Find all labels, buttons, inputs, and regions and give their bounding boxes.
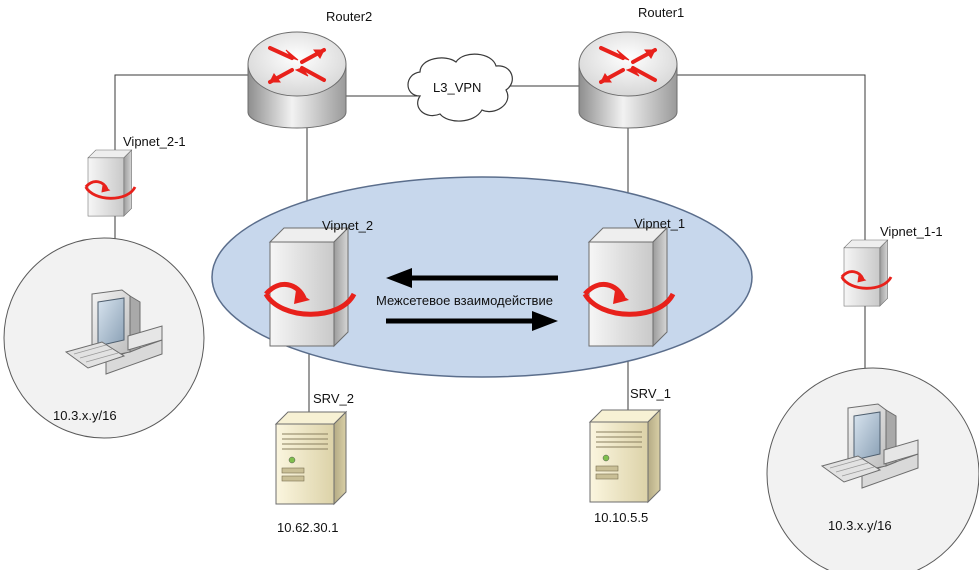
router1-label: Router1 (638, 5, 685, 20)
link-router1-vipnet11 (676, 74, 866, 242)
arrow-right-head (532, 311, 558, 331)
srv1-icon (589, 409, 661, 503)
interaction-arrows (386, 268, 558, 331)
vipnet-2-label: Vipnet_2 (322, 218, 374, 233)
vipnet-1-1-icon (840, 238, 893, 308)
vipnet-2-icon (266, 228, 354, 346)
router2-label: Router2 (326, 9, 373, 24)
arrow-left-head (386, 268, 412, 288)
interaction-label: Межсетевое взаимодействие (376, 293, 553, 308)
vipnet-1-1-label: Vipnet_1-1 (880, 224, 943, 239)
left-network-label: 10.3.x.y/16 (53, 408, 117, 423)
link-router2-vipnet21 (114, 74, 248, 150)
vipnet-2-1-icon (84, 148, 137, 218)
srv1-ip: 10.10.5.5 (594, 510, 649, 525)
srv2-ip: 10.62.30.1 (277, 520, 339, 535)
connection-lines (114, 74, 866, 420)
vipnet-1-label: Vipnet_1 (634, 216, 686, 231)
router1-icon (577, 30, 679, 130)
vipnet-1-icon (585, 228, 673, 346)
srv2-icon (275, 411, 347, 505)
router2-icon (246, 30, 348, 130)
right-network-label: 10.3.x.y/16 (828, 518, 892, 533)
vpn-cloud (407, 53, 513, 122)
srv2-label: SRV_2 (313, 391, 354, 406)
vpn-label: L3_VPN (433, 80, 482, 95)
srv1-label: SRV_1 (630, 386, 671, 401)
vipnet-2-1-label: Vipnet_2-1 (123, 134, 186, 149)
